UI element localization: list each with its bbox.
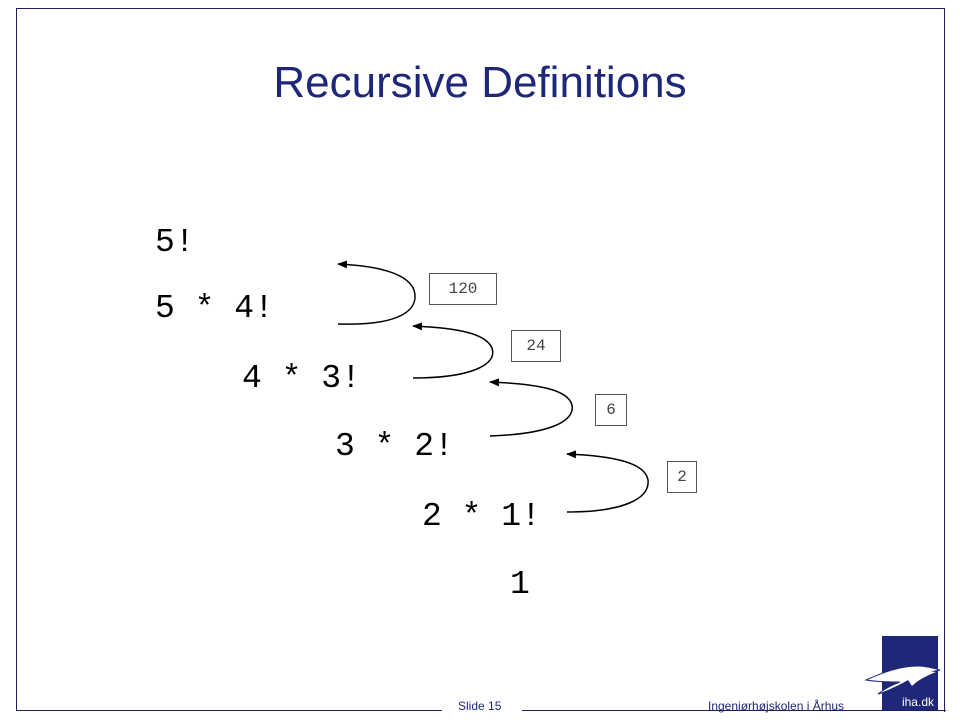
slide-frame-right [944, 8, 945, 712]
expression-2-times-1-factorial: 2 * 1! [422, 498, 541, 535]
return-value-badge-24: 24 [511, 330, 561, 362]
return-arrow-2 [566, 450, 649, 513]
return-value-badge-120: 120 [429, 273, 497, 305]
expression-5-times-4-factorial: 5 * 4! [155, 290, 274, 327]
return-arrow-6 [489, 378, 573, 437]
return-value-badge-6: 6 [595, 394, 627, 426]
return-value-badge-2: 2 [667, 461, 697, 493]
expression-3-times-2-factorial: 3 * 2! [335, 428, 454, 465]
return-arrow-120 [337, 260, 416, 325]
school-name: Ingeniørhøjskolen i Århus [708, 699, 845, 713]
expression-5-factorial: 5! [155, 224, 195, 261]
expression-4-times-3-factorial: 4 * 3! [242, 360, 361, 397]
slide-frame-bottom-left [16, 710, 442, 711]
logo-text: iha.dk [902, 695, 935, 709]
slide-frame-left [16, 8, 17, 711]
slide-frame-top [16, 8, 945, 9]
slide-frame-bottom-right [522, 710, 946, 711]
slide-title: Recursive Definitions [273, 58, 687, 107]
slide-number: Slide 15 [458, 699, 502, 713]
return-arrow-24 [412, 322, 494, 379]
expression-1: 1 [510, 566, 530, 603]
iha-logo: iha.dk [864, 636, 944, 710]
